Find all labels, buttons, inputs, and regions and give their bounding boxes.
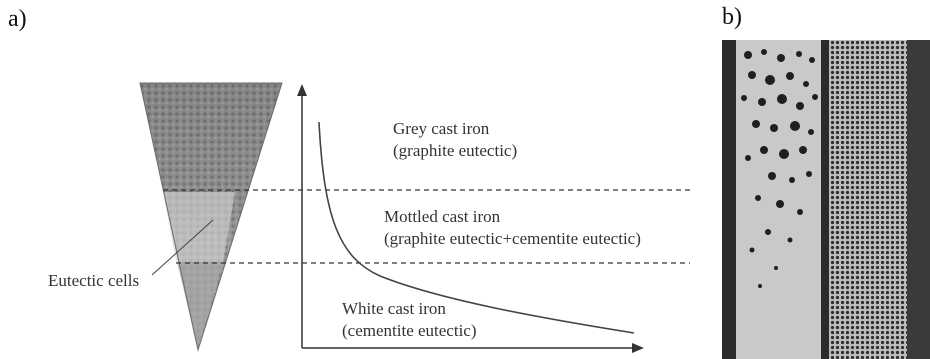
eutectic-cells-callout: Eutectic cells — [48, 271, 140, 290]
micrograph-b — [722, 40, 930, 359]
zone-mottled-note: (graphite eutectic+cementite eutectic) — [384, 229, 641, 248]
white-region — [177, 262, 223, 350]
zone-white-name: White cast iron — [342, 299, 446, 318]
panel-b-label: b) — [722, 4, 742, 30]
zone-white-note: (cementite eutectic) — [342, 321, 477, 340]
y-axis-arrow-icon — [297, 84, 307, 96]
mottled-region — [163, 192, 235, 262]
graphite-nodules — [741, 49, 818, 288]
zone-mottled-name: Mottled cast iron — [384, 207, 501, 226]
transition-curve — [318, 121, 635, 334]
panel-a-label: a) — [8, 6, 27, 32]
zone-grey-name: Grey cast iron — [393, 119, 490, 138]
callout-line — [151, 219, 214, 276]
wedge-sample — [139, 82, 283, 352]
x-axis-arrow-icon — [632, 343, 644, 353]
zone-grey-note: (graphite eutectic) — [393, 141, 518, 160]
axes — [297, 84, 644, 353]
